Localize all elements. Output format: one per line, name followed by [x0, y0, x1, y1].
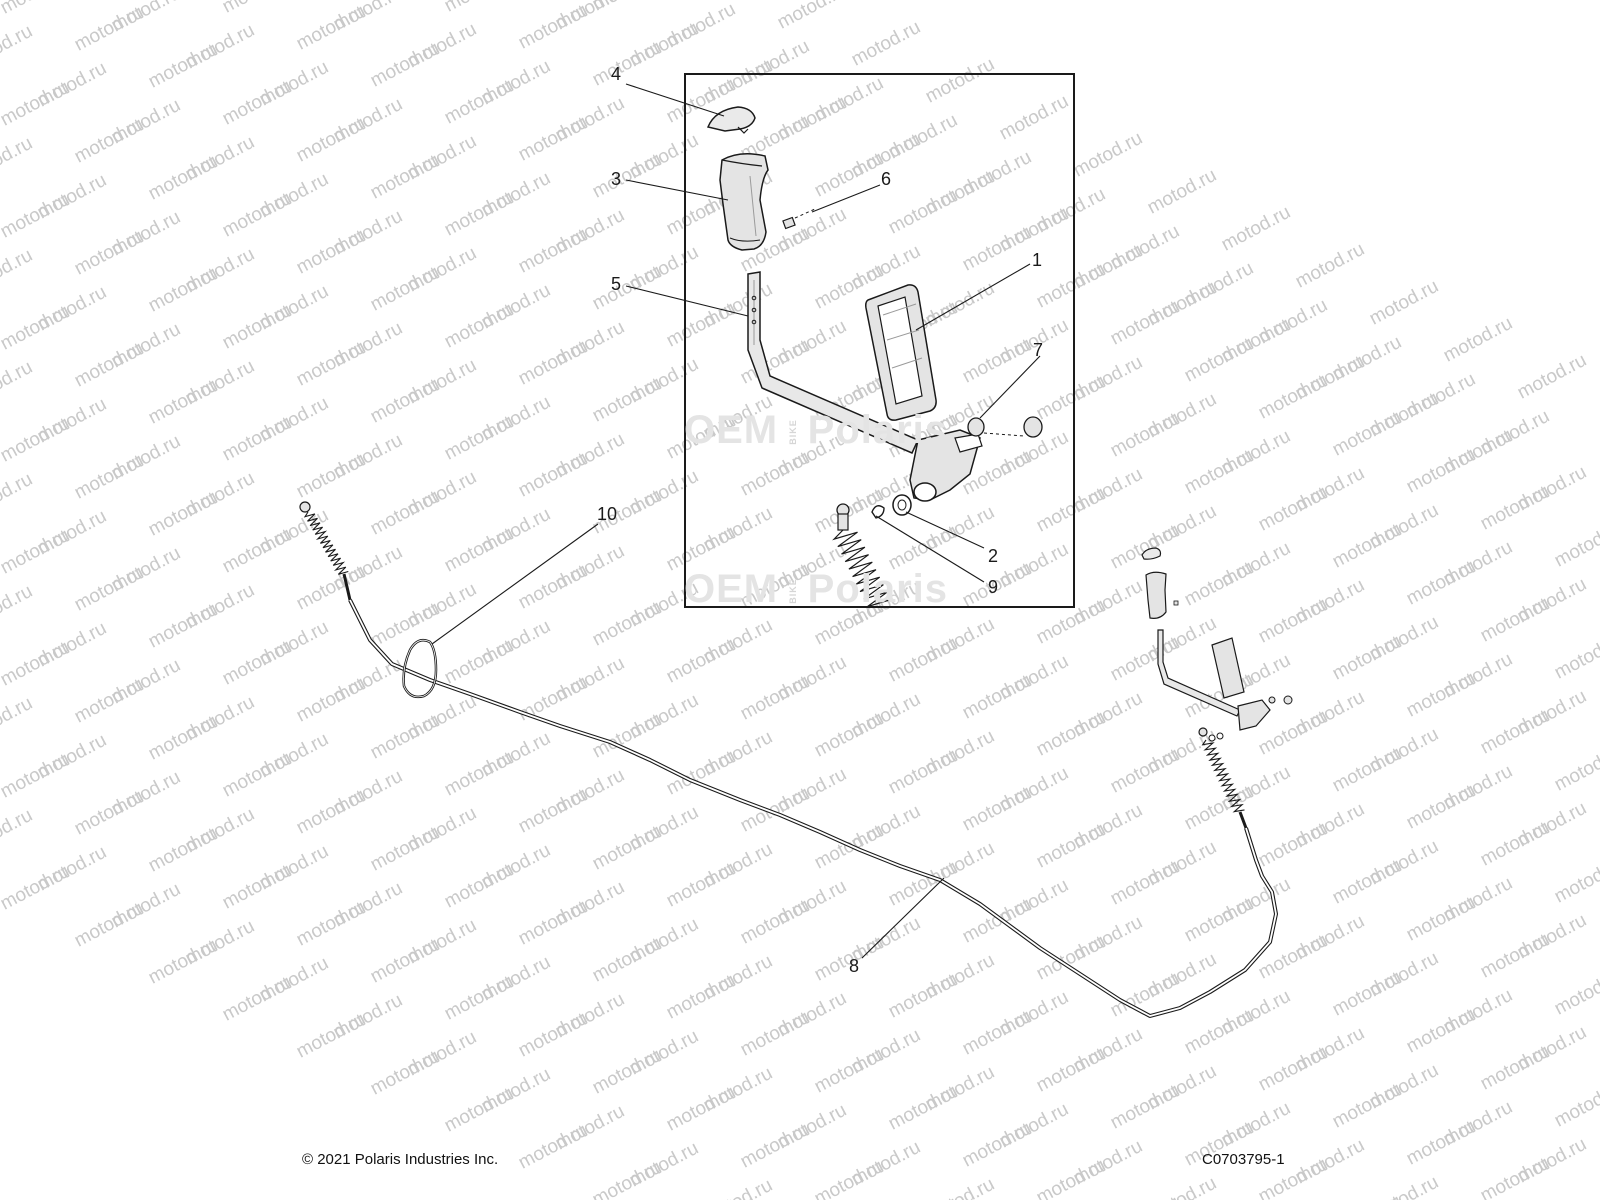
- copyright-text: © 2021 Polaris Industries Inc.: [302, 1151, 499, 1168]
- leader-1: [915, 263, 1031, 331]
- callout-10: 10: [597, 504, 618, 524]
- part-2-washer: [892, 494, 912, 516]
- drawing-number: C0703795-1: [1202, 1151, 1285, 1168]
- leader-4: [625, 83, 725, 117]
- leader-9: [875, 515, 985, 583]
- part-7-bushings: [967, 416, 1043, 438]
- logo-main-text: OEM: [684, 567, 779, 611]
- leader-10: [431, 523, 599, 645]
- logo-brand-text: Polaris: [807, 567, 949, 611]
- leader-2: [905, 511, 985, 549]
- leader-5: [625, 285, 749, 317]
- callout-9: 9: [988, 577, 999, 597]
- part-8-cable: [299, 501, 1278, 1018]
- part-1-pedal-pad: [865, 284, 937, 421]
- callout-7: 7: [1033, 340, 1044, 360]
- leader-3: [625, 179, 729, 201]
- assembly-overview: [1141, 547, 1293, 742]
- logo-main-text: OEM: [684, 408, 779, 452]
- leader-7: [979, 355, 1041, 419]
- callout-5: 5: [611, 274, 622, 294]
- part-10-cable-tie: [402, 639, 438, 699]
- part-9-clip: [871, 505, 885, 519]
- logo-sub-text: BIKE: [787, 578, 798, 605]
- part-3-pedal-grip: [719, 153, 769, 251]
- part-6-screw: [782, 208, 816, 230]
- callout-2: 2: [988, 546, 999, 566]
- callout-3: 3: [611, 169, 622, 189]
- callout-1: 1: [1032, 250, 1043, 270]
- callout-4: 4: [611, 64, 622, 84]
- logo-brand-text: Polaris: [807, 408, 949, 452]
- oem-logo-watermark: OEM BIKE Polaris: [684, 408, 948, 453]
- leader-lines: [431, 83, 1041, 959]
- detail-inset-frame: [684, 73, 1075, 608]
- part-5-pedal-arm: [747, 271, 983, 502]
- callout-8: 8: [849, 956, 860, 976]
- leader-6: [811, 184, 881, 213]
- cable-end-detail: [832, 503, 891, 608]
- oem-logo-watermark-lower: OEM BIKE Polaris: [684, 567, 948, 612]
- part-4-pedal-cap: [706, 106, 756, 134]
- logo-sub-text: BIKE: [787, 419, 798, 446]
- leader-8: [861, 877, 945, 959]
- callout-6: 6: [881, 169, 892, 189]
